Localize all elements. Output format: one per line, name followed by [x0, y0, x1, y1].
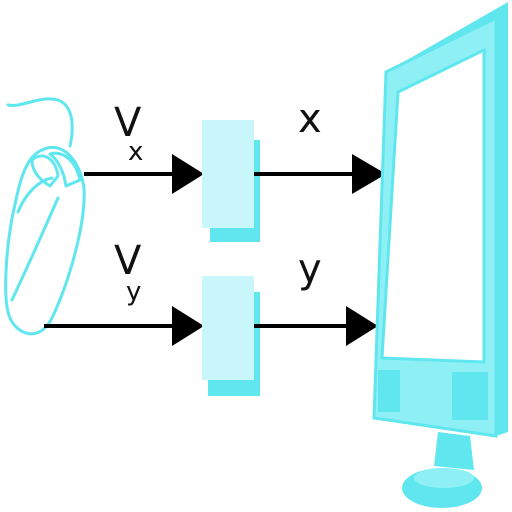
arrow-x: [254, 154, 386, 194]
arrow-y-head: [346, 306, 378, 346]
processing-box-x: [202, 120, 260, 242]
label-vy-sub: y: [126, 277, 141, 307]
mouse-cable: [6, 97, 74, 148]
label-y: y: [298, 246, 322, 292]
arrow-vx-head: [172, 154, 204, 194]
mouse-body: [4, 146, 86, 336]
monitor-screen: [380, 47, 486, 364]
arrow-y: [254, 306, 378, 346]
label-vx-sub: x: [128, 137, 143, 167]
mouse-left-button: [30, 154, 60, 188]
monitor-icon: [372, 2, 508, 508]
mouse-right-button: [48, 151, 82, 188]
label-vy: V y: [114, 238, 142, 307]
monitor-left-speaker: [378, 370, 400, 412]
processing-box-y: [202, 276, 260, 396]
monitor-side: [496, 2, 508, 436]
arrow-vx: [84, 154, 204, 194]
label-vy-main: V: [114, 238, 142, 284]
monitor-base-top: [414, 468, 474, 488]
label-vx-main: V: [114, 100, 142, 146]
mouse-side-contour: [10, 196, 60, 302]
mouse-inner-contour: [16, 176, 54, 214]
processing-box-y-face: [202, 276, 254, 380]
mouse-icon: [4, 97, 86, 336]
monitor-right-speaker: [452, 372, 488, 420]
processing-box-x-face: [202, 120, 254, 228]
arrow-x-head: [352, 154, 386, 194]
label-x: x: [298, 96, 322, 142]
label-vx: V x: [114, 100, 143, 167]
arrow-vy: [44, 306, 204, 346]
arrow-vy-head: [172, 306, 204, 346]
monitor-neck: [434, 432, 474, 470]
